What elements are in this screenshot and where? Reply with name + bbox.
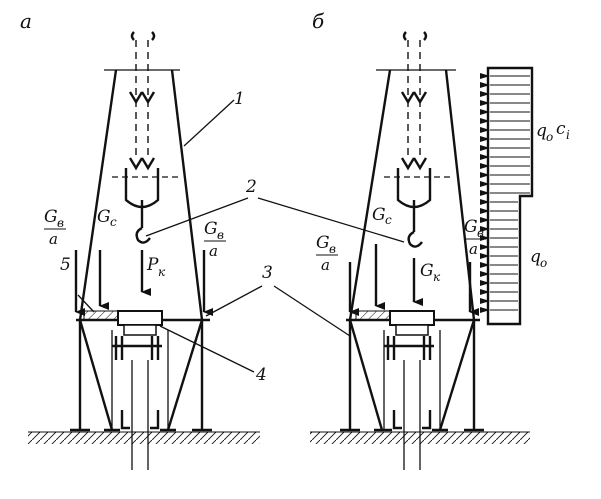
gc-label-b: G: [372, 205, 386, 225]
loads-b: [348, 244, 479, 316]
svg-text:a: a: [469, 240, 478, 258]
wind-arrows: [480, 73, 530, 313]
svg-text:к: к: [433, 270, 441, 284]
callout-5: 5: [60, 255, 71, 275]
hoist-a: [112, 31, 180, 296]
svg-text:c: c: [556, 119, 566, 139]
shared-callouts: 2 3: [145, 177, 405, 337]
svg-text:o: o: [546, 130, 553, 144]
gv-label-b-left: G: [316, 233, 330, 253]
svg-text:с: с: [110, 215, 117, 229]
q0-label: q: [530, 247, 541, 267]
panel-b: б: [310, 9, 570, 470]
svg-text:i: i: [566, 128, 570, 142]
callout-1: 1: [234, 89, 245, 109]
q0ci-label: q: [536, 121, 547, 141]
callouts-a: 1 5 4: [60, 89, 267, 385]
wind-load-diagram: [480, 66, 534, 326]
hoist-b: [384, 31, 452, 306]
callout-4: 4: [255, 365, 267, 385]
loads-a: [74, 250, 213, 316]
gk-label-b: G: [420, 261, 434, 281]
gv-label-a-left: G: [44, 207, 58, 227]
svg-text:в: в: [57, 216, 64, 230]
load-labels-b: G в a G с G в a G к q o c i q o: [316, 119, 570, 284]
panel-a: а: [20, 9, 267, 470]
gv-label-a-right: G: [204, 219, 218, 239]
callout-2: 2: [245, 177, 257, 197]
gv-label-b-right: G: [464, 217, 478, 237]
svg-text:a: a: [209, 242, 218, 260]
svg-text:o: o: [540, 256, 547, 270]
ground-a: [28, 431, 260, 444]
gc-label-a: G: [97, 207, 111, 227]
svg-text:в: в: [217, 228, 224, 242]
svg-text:a: a: [321, 256, 330, 274]
svg-text:в: в: [329, 242, 336, 256]
panel-b-label: б: [312, 9, 325, 33]
svg-text:к: к: [158, 265, 166, 279]
panel-a-label: а: [20, 9, 32, 33]
derrick-b: [340, 69, 484, 470]
svg-text:a: a: [49, 230, 58, 248]
callout-3: 3: [262, 263, 273, 283]
derrick-a: [70, 69, 212, 470]
pk-label-a: P: [146, 255, 159, 275]
load-labels-a: G в a G с G в a P к: [44, 207, 226, 279]
svg-text:с: с: [385, 213, 392, 227]
svg-text:в: в: [477, 226, 484, 240]
